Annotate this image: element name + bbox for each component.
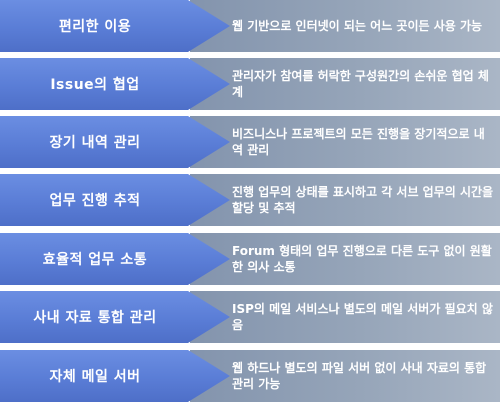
description-background: [190, 233, 500, 285]
feature-description-text: 웹 하드나 별도의 파일 서버 없이 사내 자료의 통합 관리 가능: [232, 361, 487, 391]
feature-description: 관리자가 참여를 허락한 구성원간의 손쉬운 협업 체계: [232, 58, 494, 110]
feature-title: 편리한 이용: [58, 19, 132, 35]
feature-row: 자체 메일 서버 웹 하드나 별도의 파일 서버 없이 사내 자료의 통합 관리…: [0, 350, 500, 402]
feature-title: 사내 자료 통합 관리: [33, 310, 157, 326]
feature-row: 업무 진행 추적 진행 업무의 상태를 표시하고 각 서브 업무의 시간을 할당…: [0, 174, 500, 226]
description-background: [190, 291, 500, 343]
feature-description: 진행 업무의 상태를 표시하고 각 서브 업무의 시간을 할당 및 추적: [232, 174, 494, 226]
feature-title: Issue의 협업: [50, 77, 140, 93]
feature-description: Forum 형태의 업무 진행으로 다른 도구 없이 원활한 의사 소통: [232, 233, 494, 285]
title-arrow: [0, 174, 230, 226]
feature-row: 효율적 업무 소통 Forum 형태의 업무 진행으로 다른 도구 없이 원활한…: [0, 233, 500, 285]
feature-title: 장기 내역 관리: [49, 135, 141, 151]
feature-row: 장기 내역 관리 비즈니스나 프로젝트의 모든 진행을 장기적으로 내역 관리: [0, 116, 500, 168]
feature-description: 비즈니스나 프로젝트의 모든 진행을 장기적으로 내역 관리: [232, 116, 494, 168]
feature-description: ISP의 메일 서비스나 별도의 메일 서버가 필요치 않음: [232, 291, 494, 343]
feature-title: 효율적 업무 소통: [42, 252, 148, 268]
feature-description-text: 웹 기반으로 인터넷이 되는 어느 곳이든 사용 가능: [232, 19, 483, 33]
description-background: [190, 350, 500, 402]
description-background: [190, 58, 500, 110]
title-arrow: [0, 0, 230, 52]
title-arrow: [0, 116, 230, 168]
feature-description-text: 비즈니스나 프로젝트의 모든 진행을 장기적으로 내역 관리: [232, 127, 485, 157]
feature-description-text: 관리자가 참여를 허락한 구성원간의 손쉬운 협업 체계: [232, 69, 489, 99]
description-background: [190, 116, 500, 168]
title-arrow: [0, 291, 230, 343]
title-arrow: [0, 233, 230, 285]
feature-row: 사내 자료 통합 관리 ISP의 메일 서비스나 별도의 메일 서버가 필요치 …: [0, 291, 500, 343]
feature-description: 웹 하드나 별도의 파일 서버 없이 사내 자료의 통합 관리 가능: [232, 350, 494, 402]
feature-row: Issue의 협업 관리자가 참여를 허락한 구성원간의 손쉬운 협업 체계: [0, 58, 500, 110]
feature-description: 웹 기반으로 인터넷이 되는 어느 곳이든 사용 가능: [232, 0, 494, 52]
feature-description-text: ISP의 메일 서비스나 별도의 메일 서버가 필요치 않음: [232, 302, 493, 332]
title-arrow: [0, 350, 230, 402]
description-background: [190, 174, 500, 226]
feature-title: 업무 진행 추적: [49, 193, 141, 209]
feature-row: 편리한 이용 웹 기반으로 인터넷이 되는 어느 곳이든 사용 가능: [0, 0, 500, 52]
feature-title: 자체 메일 서버: [49, 369, 141, 385]
feature-description-text: 진행 업무의 상태를 표시하고 각 서브 업무의 시간을 할당 및 추적: [232, 185, 494, 215]
title-arrow: [0, 58, 230, 110]
feature-description-text: Forum 형태의 업무 진행으로 다른 도구 없이 원활한 의사 소통: [232, 244, 492, 274]
description-background: [190, 0, 500, 52]
